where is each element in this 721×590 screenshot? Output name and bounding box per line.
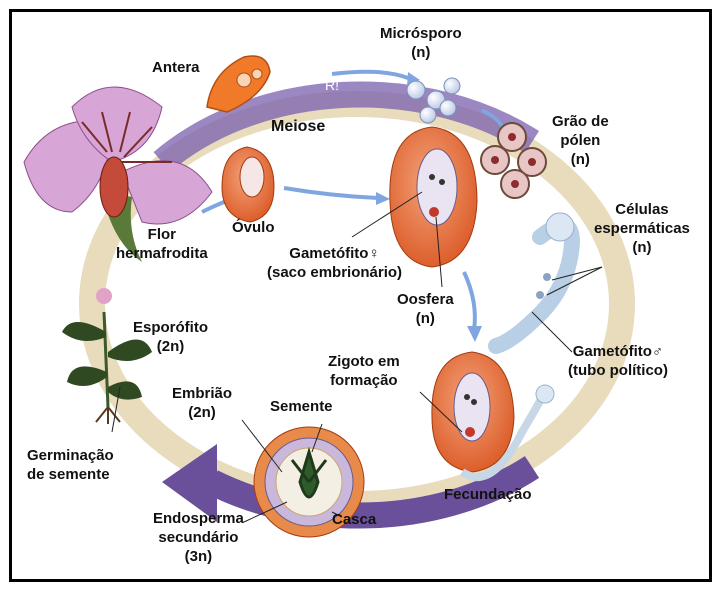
flow-arrows	[201, 69, 508, 342]
ovule-fertilization	[431, 351, 555, 481]
label-fecundacao: Fecundação	[444, 486, 532, 503]
label-microsporo: Micrósporo(n)	[380, 25, 462, 61]
pollen-grains	[480, 122, 547, 199]
label-ovulo: Óvulo	[232, 219, 275, 236]
label-esporofito: Esporófito(2n)	[133, 319, 208, 355]
ovule-gametophyte	[389, 126, 478, 268]
sporophyte-plant	[62, 288, 152, 424]
label-embriao: Embrião(2n)	[172, 385, 233, 421]
label-antera: Antera	[152, 59, 200, 76]
flower-illustration	[23, 86, 213, 262]
pollen-tube	[488, 212, 581, 354]
label-casca: Casca	[332, 511, 377, 528]
cycle-arrowhead	[162, 444, 217, 522]
label-semente: Semente	[270, 398, 333, 415]
plant-life-cycle-diagram: R!	[23, 55, 635, 538]
ovule-small	[221, 146, 275, 223]
r-symbol: R!	[325, 77, 339, 93]
label-meiose: Meiose	[271, 118, 326, 135]
label-oosfera: Oosfera(n)	[397, 291, 454, 327]
anther-illustration	[206, 55, 271, 113]
label-gametofito-masculino: Gametófito♂(tubo político)	[568, 343, 668, 379]
seed-illustration	[253, 426, 365, 538]
leader-lines	[111, 191, 603, 523]
microspores	[406, 77, 461, 124]
label-gametofito-feminino: Gametófito♀(saco embrionário)	[267, 245, 403, 281]
